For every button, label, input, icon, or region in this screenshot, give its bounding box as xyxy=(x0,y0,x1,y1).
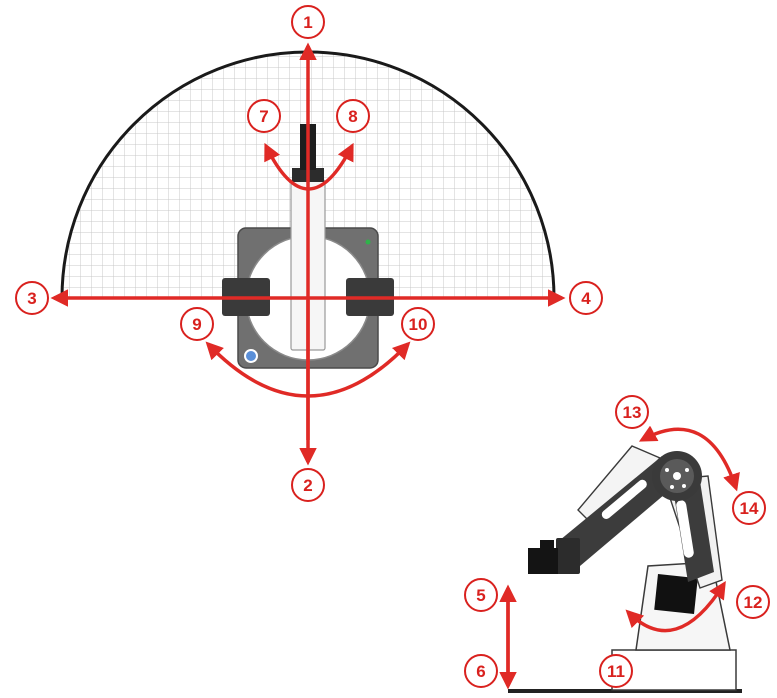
label-5: 5 xyxy=(464,578,498,612)
label-text: 3 xyxy=(27,289,36,308)
status-light-blue xyxy=(244,349,258,363)
label-10: 10 xyxy=(401,307,435,341)
label-text: 8 xyxy=(348,107,357,126)
label-text: 2 xyxy=(303,476,312,495)
label-4: 4 xyxy=(569,281,603,315)
label-text: 5 xyxy=(476,586,485,605)
label-text: 6 xyxy=(476,662,485,681)
label-text: 9 xyxy=(192,315,201,334)
label-12: 12 xyxy=(736,585,770,619)
label-text: 4 xyxy=(581,289,591,308)
label-3: 3 xyxy=(15,281,49,315)
label-text: 13 xyxy=(623,403,642,422)
rotation-arcs-top xyxy=(205,142,411,398)
label-13: 13 xyxy=(615,395,649,429)
status-light-green xyxy=(365,239,371,245)
label-text: 10 xyxy=(409,315,428,334)
side-arrows xyxy=(499,425,740,690)
label-text: 7 xyxy=(259,107,268,126)
label-2: 2 xyxy=(291,468,325,502)
label-14: 14 xyxy=(732,491,766,525)
label-text: 12 xyxy=(744,593,763,612)
label-8: 8 xyxy=(336,99,370,133)
label-7: 7 xyxy=(247,99,281,133)
label-1: 1 xyxy=(291,5,325,39)
side-robot xyxy=(508,445,742,693)
label-6: 6 xyxy=(464,654,498,688)
label-text: 11 xyxy=(607,662,625,681)
label-text: 1 xyxy=(303,13,312,32)
label-9: 9 xyxy=(180,307,214,341)
axis-arrows xyxy=(50,42,566,466)
label-text: 14 xyxy=(740,499,759,518)
label-11: 11 xyxy=(599,654,633,688)
